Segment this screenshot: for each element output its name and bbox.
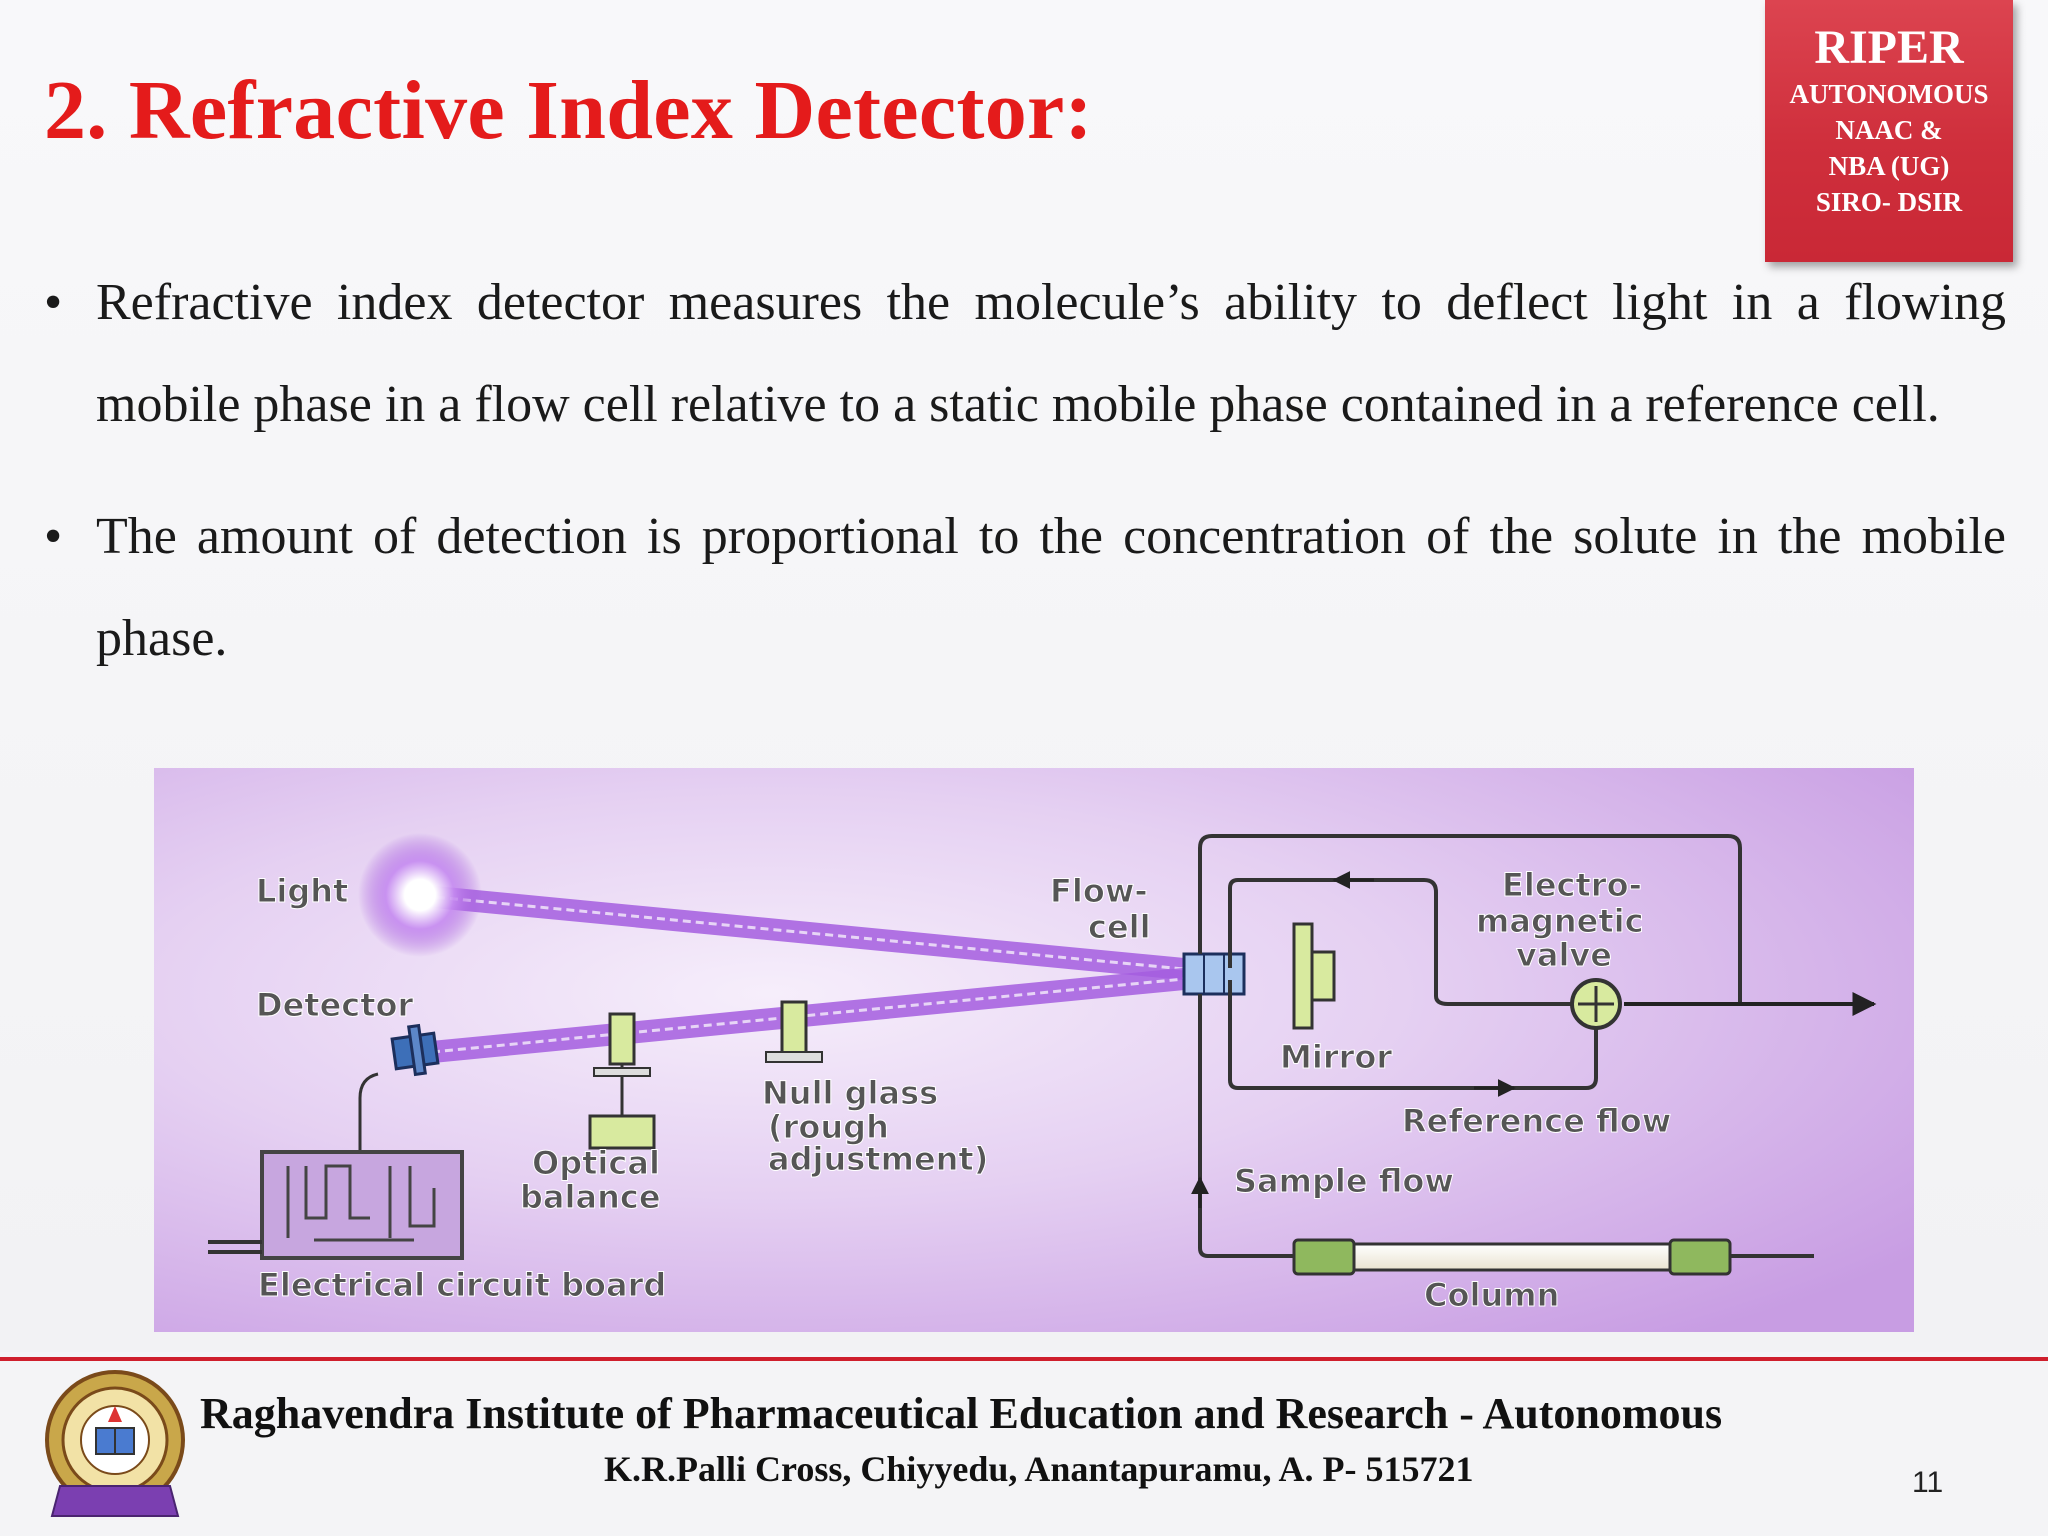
footer-institute-name: Raghavendra Institute of Pharmaceutical … <box>200 1389 1723 1438</box>
institute-logo <box>45 1370 185 1517</box>
slide-title: 2. Refractive Index Detector: <box>44 64 1093 157</box>
bullet-item: • The amount of detection is proportiona… <box>44 486 2006 690</box>
footer-address: K.R.Palli Cross, Chiyyedu, Anantapuramu,… <box>604 1449 1474 1489</box>
label-light: Light <box>256 872 348 910</box>
ri-detector-diagram: Light Detector Flow- cell Electro- magne… <box>154 768 1914 1332</box>
bullet-dot: • <box>44 508 63 565</box>
badge-nba: NBA (UG) <box>1828 151 1950 181</box>
badge-naac: NAAC & <box>1835 115 1943 145</box>
label-flow-cell-2: cell <box>1088 908 1151 946</box>
label-null-glass-1: Null glass <box>762 1074 938 1112</box>
label-column: Column <box>1424 1276 1559 1314</box>
label-mirror: Mirror <box>1280 1038 1392 1076</box>
accreditation-badge: RIPER AUTONOMOUS NAAC & NBA (UG) SIRO- D… <box>1765 0 2013 262</box>
electromagnetic-valve-icon <box>1570 978 1622 1030</box>
bullet-item: • Refractive index detector measures the… <box>44 252 2006 456</box>
label-reference-flow: Reference flow <box>1402 1102 1671 1140</box>
bullet-text: Refractive index detector measures the m… <box>96 274 2006 433</box>
label-circuit-board: Electrical circuit board <box>258 1266 666 1304</box>
page-number: 11 <box>1912 1466 1944 1499</box>
flow-tubing <box>1198 834 1742 1258</box>
badge-siro: SIRO- DSIR <box>1815 187 1963 217</box>
optical-balance-icon <box>588 1012 656 1150</box>
flow-cell-icon <box>1182 952 1246 996</box>
bullet-dot: • <box>44 274 63 331</box>
null-glass-icon <box>765 1000 823 1063</box>
label-optical-balance-1: Optical <box>532 1144 660 1182</box>
badge-autonomous: AUTONOMOUS <box>1789 79 1989 109</box>
label-null-glass-3: adjustment) <box>768 1140 988 1178</box>
label-null-glass-2: (rough <box>768 1108 889 1146</box>
detector-icon <box>390 1023 440 1077</box>
label-optical-balance-2: balance <box>520 1178 661 1216</box>
light-source-icon <box>358 833 482 957</box>
label-em-valve-1: Electro- <box>1502 866 1642 904</box>
circuit-board-icon <box>208 1072 464 1260</box>
label-em-valve-3: valve <box>1516 936 1612 974</box>
footer-rule <box>0 1357 2048 1361</box>
bullet-list: • Refractive index detector measures the… <box>44 252 2006 720</box>
badge-riper: RIPER <box>1814 21 1964 74</box>
column-icon <box>1264 1238 1814 1276</box>
label-detector: Detector <box>256 986 414 1024</box>
bullet-text: The amount of detection is proportional … <box>96 508 2006 667</box>
mirror-icon <box>1292 922 1336 1030</box>
light-beams <box>413 885 1205 1063</box>
label-flow-cell-1: Flow- <box>1050 872 1148 910</box>
label-sample-flow: Sample flow <box>1234 1162 1454 1200</box>
label-em-valve-2: magnetic <box>1476 902 1644 940</box>
